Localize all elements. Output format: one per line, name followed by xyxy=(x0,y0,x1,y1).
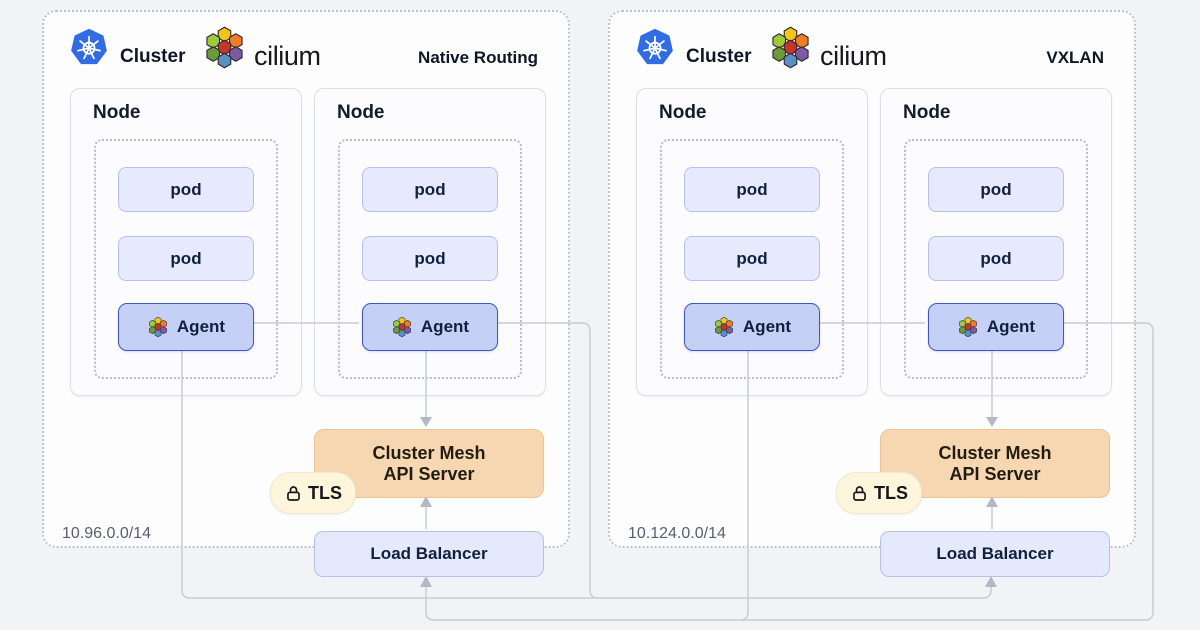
tls-badge: TLS xyxy=(270,472,356,514)
cluster-vxlan: Cluster cilium VXLAN Node pod pod Agent … xyxy=(608,10,1136,577)
node-pod-area: pod pod Agent xyxy=(94,139,278,379)
kubernetes-icon xyxy=(636,28,674,66)
node-pod-area: pod pod Agent xyxy=(660,139,844,379)
cilium-logo-icon xyxy=(202,25,247,70)
cilium-agent-icon xyxy=(713,316,735,338)
pod-box: pod xyxy=(684,236,820,281)
node-label: Node xyxy=(903,102,951,123)
lock-icon xyxy=(284,484,303,503)
lock-icon xyxy=(850,484,869,503)
node-label: Node xyxy=(337,102,385,123)
pod-box: pod xyxy=(928,236,1064,281)
cluster-native-routing: Cluster cilium Native Routing Node pod p… xyxy=(42,10,570,577)
cilium-logo-icon xyxy=(768,25,813,70)
cilium-wordmark: cilium xyxy=(254,41,321,71)
tls-badge: TLS xyxy=(836,472,922,514)
load-balancer-box: Load Balancer xyxy=(314,531,544,577)
pod-box: pod xyxy=(928,167,1064,212)
tls-label: TLS xyxy=(874,482,908,503)
agent-label: Agent xyxy=(986,317,1036,336)
cilium-agent-box: Agent xyxy=(684,303,820,351)
node-box: Node pod pod Agent xyxy=(880,88,1112,396)
pod-box: pod xyxy=(362,236,498,281)
cluster-label: Cluster xyxy=(120,46,186,67)
load-balancer-box: Load Balancer xyxy=(880,531,1110,577)
node-label: Node xyxy=(659,102,707,123)
api-server-label-line2: API Server xyxy=(949,463,1041,484)
cilium-agent-box: Agent xyxy=(118,303,254,351)
node-pod-area: pod pod Agent xyxy=(338,139,522,379)
cluster-cidr-label: 10.124.0.0/14 xyxy=(628,525,726,542)
pod-box: pod xyxy=(362,167,498,212)
tls-label: TLS xyxy=(308,482,342,503)
api-server-label-line1: Cluster Mesh xyxy=(372,442,486,463)
cilium-agent-box: Agent xyxy=(928,303,1064,351)
pod-box: pod xyxy=(118,236,254,281)
routing-mode-label: VXLAN xyxy=(1046,48,1104,67)
api-server-label-line1: Cluster Mesh xyxy=(938,442,1052,463)
node-box: Node pod pod Agent xyxy=(70,88,302,396)
cilium-agent-icon xyxy=(147,316,169,338)
node-pod-area: pod pod Agent xyxy=(904,139,1088,379)
cilium-agent-box: Agent xyxy=(362,303,498,351)
api-server-label-line2: API Server xyxy=(383,463,475,484)
node-label: Node xyxy=(93,102,141,123)
kubernetes-icon xyxy=(70,28,108,66)
cluster-label: Cluster xyxy=(686,46,752,67)
pod-box: pod xyxy=(118,167,254,212)
routing-mode-label: Native Routing xyxy=(418,48,538,67)
agent-label: Agent xyxy=(742,317,792,336)
cluster-cidr-label: 10.96.0.0/14 xyxy=(62,525,151,542)
node-box: Node pod pod Agent xyxy=(314,88,546,396)
pod-box: pod xyxy=(684,167,820,212)
agent-label: Agent xyxy=(420,317,470,336)
node-box: Node pod pod Agent xyxy=(636,88,868,396)
cilium-agent-icon xyxy=(391,316,413,338)
cilium-wordmark: cilium xyxy=(820,41,887,71)
agent-label: Agent xyxy=(176,317,226,336)
cilium-agent-icon xyxy=(957,316,979,338)
